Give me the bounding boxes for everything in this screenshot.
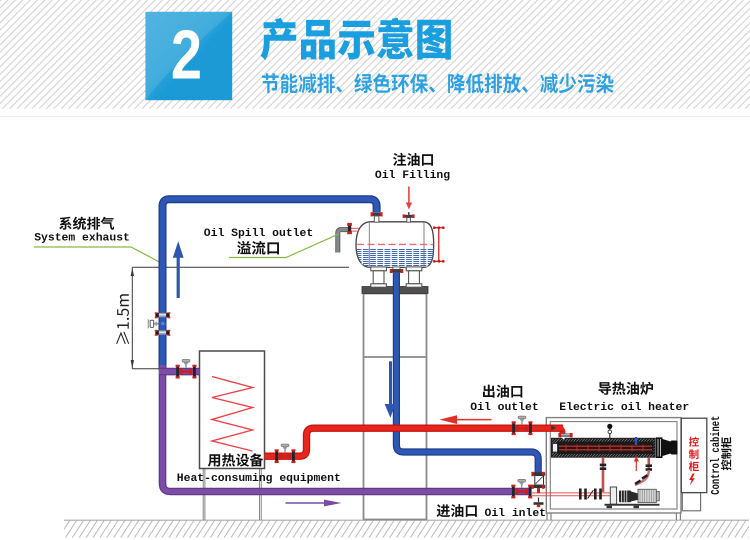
svg-text:Control cabinet: Control cabinet <box>710 416 723 495</box>
svg-text:Oil Spill outlet: Oil Spill outlet <box>204 228 313 240</box>
svg-text:Oil outlet: Oil outlet <box>470 402 538 414</box>
svg-text:Electric oil heater: Electric oil heater <box>559 402 689 414</box>
svg-text:Oil inlet: Oil inlet <box>485 508 547 520</box>
svg-text:Heat-consuming equipment: Heat-consuming equipment <box>177 473 341 485</box>
svg-text:System exhaust: System exhaust <box>34 232 130 244</box>
svg-text:Oil Filling: Oil Filling <box>375 170 450 182</box>
svg-text:2: 2 <box>171 17 202 94</box>
